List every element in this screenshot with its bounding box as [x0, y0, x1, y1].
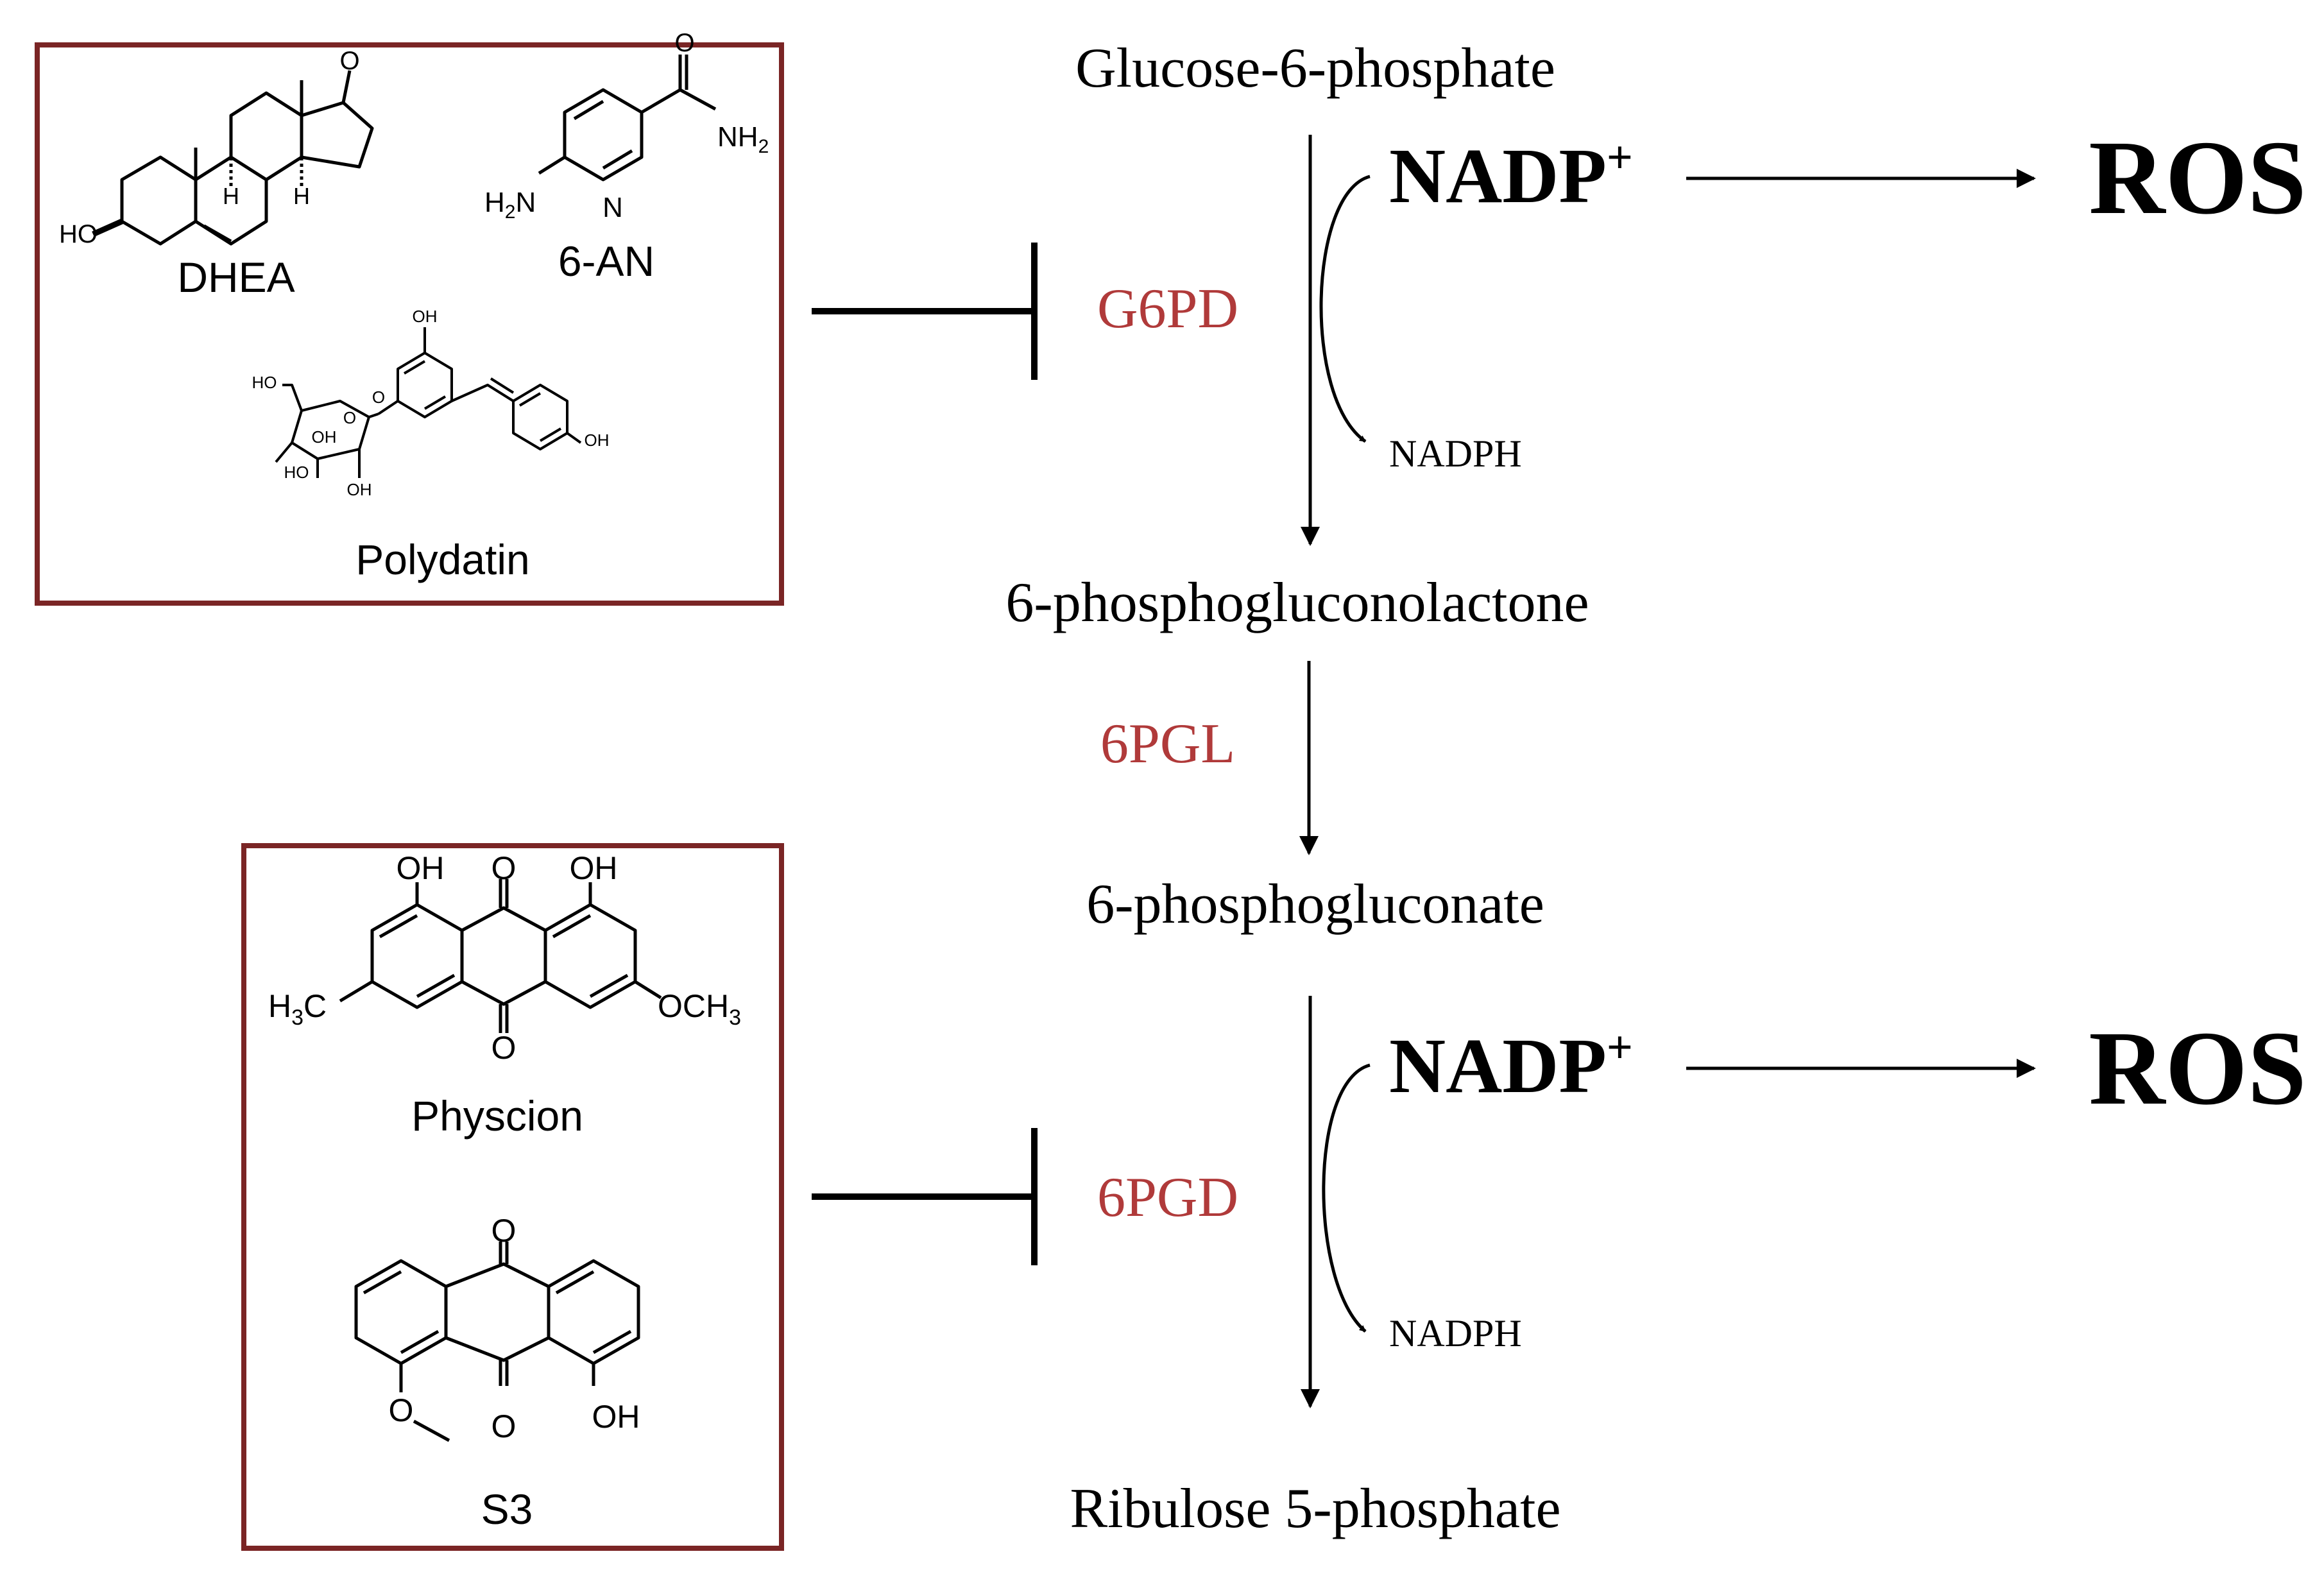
6pgd-inhibitor-box-border — [241, 843, 784, 1551]
enzyme-g6pd: G6PD — [1097, 278, 1238, 340]
enzyme-6pgd: 6PGD — [1097, 1166, 1238, 1229]
s3-atom-o-bottom: O — [491, 1408, 517, 1444]
s3-atom-o-top: O — [491, 1213, 517, 1249]
cofactor-arrow-1 — [1319, 175, 1371, 443]
physcion-structure — [339, 879, 662, 1033]
polydatin-structure — [275, 327, 582, 478]
polydatin-atom-o-link: O — [372, 388, 385, 407]
6an-atom-n: N — [602, 192, 623, 223]
physcion-label: Physcion — [411, 1092, 583, 1140]
inhibition-bar-6pgd — [812, 1128, 1038, 1265]
enzyme-6pgl: 6PGL — [1100, 713, 1235, 775]
s3-atom-oh: OH — [592, 1399, 640, 1435]
physcion-atom-o-top: O — [491, 850, 517, 886]
physcion-atom-och3: OCH3 — [658, 988, 741, 1030]
ros-2: ROS — [2089, 1009, 2306, 1127]
dhea-atom-h2: H — [293, 183, 310, 209]
metabolite-6-phosphogluconolactone: 6-phosphogluconolactone — [1005, 572, 1589, 634]
metabolite-6-phosphogluconate: 6-phosphogluconate — [1086, 873, 1544, 936]
polydatin-atom-ho-ch2: HO — [252, 373, 277, 392]
polydatin-atom-o-ring: O — [343, 408, 356, 427]
6pgd-inhibitor-box: OH O OH H3C OCH3 O Physcion O O O OH — [241, 843, 784, 1551]
cofactor-nadph-2: NADPH — [1389, 1312, 1522, 1354]
physcion-atom-o-bottom: O — [491, 1030, 517, 1066]
metabolite-ribulose-5-phosphate: Ribulose 5-phosphate — [1070, 1478, 1560, 1540]
6an-atom-nh2: NH2 — [717, 121, 769, 157]
s3-atom-o-methoxy: O — [389, 1392, 414, 1428]
physcion-atom-oh-right: OH — [570, 850, 618, 886]
physcion-atom-oh-left: OH — [397, 850, 445, 886]
dhea-atom-o: O — [339, 47, 359, 75]
6an-atom-o: O — [674, 29, 694, 57]
dhea-label: DHEA — [177, 253, 295, 301]
s3-label: S3 — [481, 1485, 533, 1533]
polydatin-atom-ho-ring: HO — [284, 463, 309, 482]
6an-structure — [538, 55, 717, 182]
cofactor-nadph-1: NADPH — [1389, 432, 1522, 475]
6an-atom-h2n: H2N — [484, 187, 536, 223]
6an-label: 6-AN — [558, 237, 654, 285]
polydatin-atom-oh-top: OH — [413, 307, 438, 326]
polydatin-atom-oh-phenol: OH — [585, 431, 610, 450]
dhea-atom-h1: H — [223, 183, 239, 209]
cofactor-nadp-plus-1: NADP+ — [1389, 132, 1633, 219]
polydatin-label: Polydatin — [355, 536, 530, 583]
g6pd-inhibitor-box-border — [35, 42, 784, 606]
metabolite-glucose-6-phosphate: Glucose-6-phosphate — [1075, 37, 1555, 99]
cofactor-arrow-2 — [1322, 1063, 1371, 1333]
cofactor-nadp-plus-2: NADP+ — [1389, 1021, 1633, 1109]
polydatin-atom-oh-ring: OH — [312, 427, 337, 447]
ros-1: ROS — [2089, 119, 2306, 236]
dhea-atom-ho: HO — [59, 220, 98, 248]
inhibition-bar-g6pd — [812, 243, 1038, 380]
physcion-atom-h3c: H3C — [268, 988, 327, 1030]
polydatin-atom-oh-bottom: OH — [347, 480, 372, 499]
dhea-structure — [92, 70, 374, 246]
s3-structure — [354, 1242, 640, 1442]
g6pd-inhibitor-box: O HO H H DHEA O NH2 H2N N 6-AN — [35, 29, 784, 606]
